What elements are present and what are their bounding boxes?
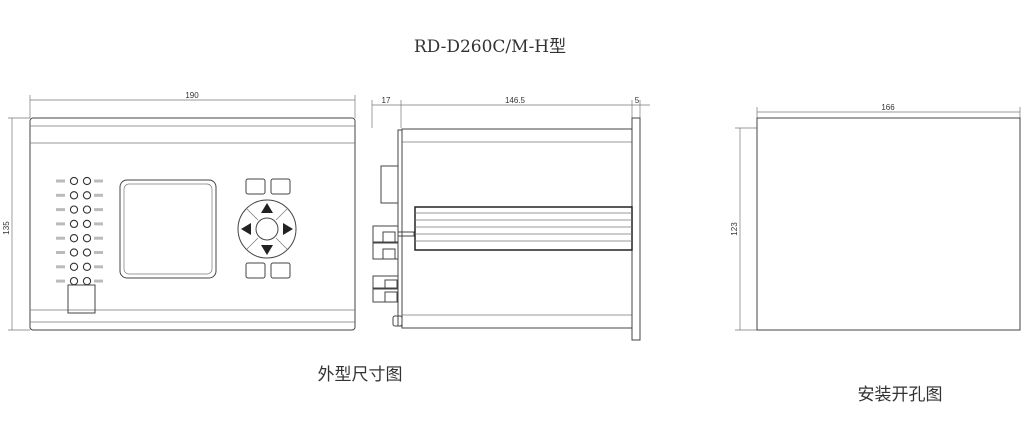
led-label-left xyxy=(56,179,65,183)
led-label-right xyxy=(94,279,103,283)
terminal-blocks xyxy=(372,225,415,327)
led-indicator xyxy=(82,234,92,243)
down-arrow-icon xyxy=(261,245,273,255)
led-indicator xyxy=(69,176,79,186)
led-label-left xyxy=(56,222,65,226)
housing-body xyxy=(401,128,633,329)
led-label-right xyxy=(94,236,103,240)
led-indicator xyxy=(69,191,79,200)
right-arrow-icon xyxy=(283,223,293,235)
port-cover xyxy=(67,284,96,314)
dim-146-5: 146.5 xyxy=(505,96,526,105)
led-label-right xyxy=(94,179,103,183)
dim-190: 190 xyxy=(185,91,199,100)
dim-135: 135 xyxy=(2,221,11,235)
led-label-right xyxy=(94,222,103,226)
rear-connector xyxy=(380,165,399,204)
led-indicator xyxy=(82,276,92,286)
left-arrow-icon xyxy=(241,223,251,235)
led-indicator xyxy=(82,262,92,271)
height-dimension: 135 xyxy=(2,117,30,331)
led-label-left xyxy=(56,279,65,283)
dpad xyxy=(237,199,297,259)
led-indicators xyxy=(56,176,103,286)
led-label-left xyxy=(56,265,65,269)
led-label-right xyxy=(94,265,103,269)
drawing-title: RD-D260C/M-H型 xyxy=(414,37,566,57)
cutout-rectangle xyxy=(756,117,1021,331)
heatsink xyxy=(414,206,633,251)
led-indicator xyxy=(69,248,79,257)
width-dimension: 190 xyxy=(29,91,356,118)
led-indicator xyxy=(69,205,79,214)
led-indicator xyxy=(82,176,92,186)
dim-166: 166 xyxy=(881,103,895,112)
led-indicator xyxy=(82,191,92,200)
front-panel-outline xyxy=(29,117,356,331)
led-label-left xyxy=(56,251,65,254)
keypad xyxy=(237,178,297,279)
dim-17: 17 xyxy=(382,96,391,105)
led-indicator xyxy=(69,219,79,229)
led-indicator xyxy=(69,234,79,243)
key-bottom-left xyxy=(245,262,266,279)
caption-cutout: 安装开孔图 xyxy=(858,385,943,405)
side-view: 17 146.5 5 xyxy=(371,96,650,341)
led-indicator xyxy=(82,248,92,257)
led-indicator xyxy=(69,262,79,271)
key-bottom-right xyxy=(270,262,291,279)
led-label-left xyxy=(56,208,65,212)
led-indicator xyxy=(69,276,79,286)
led-label-right xyxy=(94,208,103,212)
dim-123: 123 xyxy=(730,222,739,236)
up-arrow-icon xyxy=(261,203,273,213)
front-bezel xyxy=(631,117,641,341)
dim-5: 5 xyxy=(635,96,640,105)
caption-outline: 外型尺寸图 xyxy=(318,365,403,385)
led-indicator xyxy=(82,219,92,229)
key-top-right xyxy=(270,178,291,195)
led-indicator xyxy=(82,205,92,214)
cutout-view: 166 123 xyxy=(730,103,1021,331)
front-view: 190 135 xyxy=(2,91,356,331)
led-label-left xyxy=(56,193,65,197)
led-label-right xyxy=(94,251,103,254)
led-label-right xyxy=(94,193,103,197)
led-label-left xyxy=(56,236,65,240)
key-top-left xyxy=(245,178,266,195)
lcd-screen xyxy=(119,179,217,279)
